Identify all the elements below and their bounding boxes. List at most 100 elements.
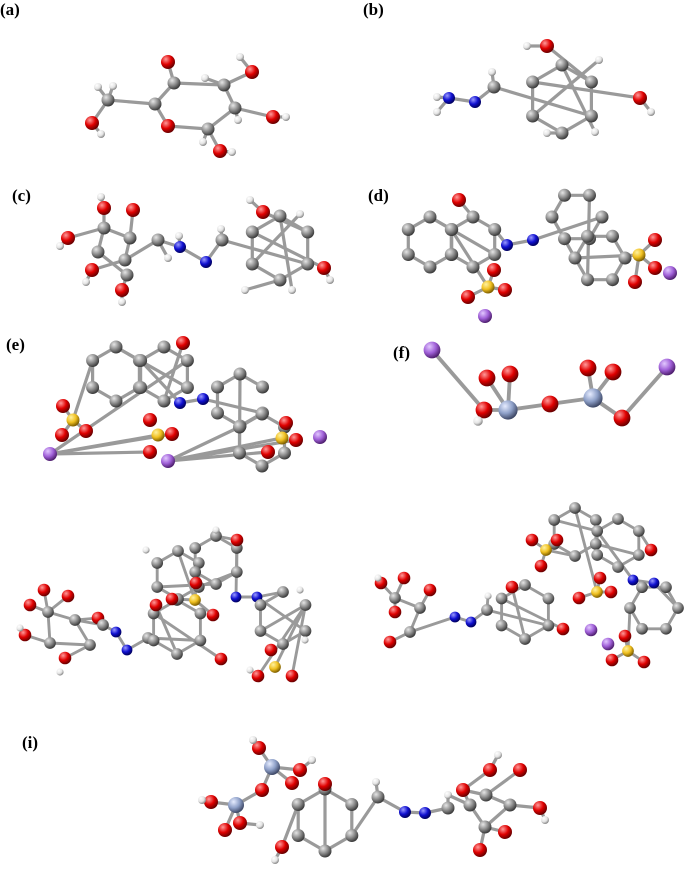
carbon-atom: [180, 381, 194, 394]
oxygen-atom: [318, 777, 332, 791]
carbon-atom: [301, 225, 315, 239]
carbon-atom: [555, 58, 569, 72]
carbon-atom: [148, 97, 162, 111]
nitrogen-atom: [449, 611, 461, 623]
carbon-atom: [123, 231, 137, 245]
nitrogen-atom: [501, 239, 513, 251]
hydrogen-atom: [118, 298, 126, 306]
bond: [48, 358, 189, 456]
carbon-atom: [172, 545, 184, 557]
carbon-atom: [624, 602, 636, 614]
carbon-atom: [134, 354, 148, 367]
molecule-e: [43, 336, 327, 473]
bond: [545, 44, 594, 84]
carbon-atom: [545, 210, 559, 224]
carbon-atom: [589, 538, 602, 550]
carbon-atom: [255, 459, 269, 473]
carbon-atom: [171, 648, 183, 660]
hydrogen-atom: [296, 210, 304, 218]
oxygen-atom: [149, 598, 163, 612]
nitrogen-atom: [443, 92, 455, 104]
sodium-atom: [43, 447, 57, 461]
oxygen-atom: [37, 583, 51, 597]
oxygen-atom: [593, 571, 607, 585]
sodium-atom: [478, 309, 492, 323]
panel-label-f: (f): [393, 343, 410, 362]
bond: [530, 80, 642, 100]
carbon-atom: [256, 380, 269, 394]
hydrogen-atom: [543, 129, 551, 137]
oxygen-atom: [487, 263, 501, 277]
oxygen-atom: [525, 533, 539, 547]
panel-label-a: (a): [0, 0, 20, 19]
nitrogen-atom: [627, 574, 639, 586]
oxygen-atom: [143, 413, 157, 427]
carbon-atom: [157, 340, 171, 354]
sulfur-atom: [632, 248, 646, 262]
hydrogen-atom: [97, 193, 105, 201]
carbon-atom: [167, 76, 181, 90]
oxygen-atom: [550, 533, 564, 547]
molecule-b-bonds: [435, 44, 653, 135]
hydrogen-atom: [372, 778, 380, 786]
carbon-atom: [210, 578, 222, 590]
oxygen-atom: [513, 763, 527, 777]
sodium-atom: [658, 358, 676, 376]
bond: [237, 372, 242, 455]
oxygen-atom: [648, 233, 662, 247]
carbon-atom: [254, 625, 267, 637]
hydrogen-atom: [56, 242, 64, 250]
nitrogen-atom: [527, 234, 539, 246]
molecule-g: [16, 526, 312, 683]
bond: [492, 85, 594, 118]
hydrogen-atom: [56, 668, 64, 676]
oxygen-atom: [498, 825, 512, 839]
carbon-atom: [245, 225, 259, 239]
carbon-atom: [423, 260, 437, 274]
oxygen-atom: [633, 91, 647, 105]
carbon-atom: [273, 209, 287, 223]
hydrogen-atom: [488, 68, 496, 76]
nitrogen-atom: [197, 393, 209, 405]
oxygen-atom: [533, 801, 547, 815]
oxygen-atom: [252, 741, 266, 755]
carbon-atom: [180, 354, 194, 367]
carbon-atom: [632, 525, 645, 537]
carbon-atom: [157, 394, 171, 408]
bond: [428, 215, 497, 257]
boron-atom: [228, 797, 244, 813]
bond: [48, 432, 174, 456]
carbon-atom: [211, 380, 224, 394]
carbon-atom: [233, 367, 247, 381]
sodium-atom: [313, 430, 327, 444]
carbon-atom: [636, 622, 648, 635]
oxygen-atom: [264, 643, 278, 657]
oxygen-atom: [293, 763, 307, 777]
bond: [250, 212, 302, 266]
carbon-atom: [147, 634, 160, 647]
carbon-atom: [591, 525, 604, 537]
carbon-atom: [612, 561, 624, 573]
carbon-atom: [97, 221, 111, 235]
carbon-atom: [84, 639, 96, 651]
oxygen-atom: [452, 193, 466, 207]
oxygen-atom: [505, 580, 519, 594]
panel-label-i: (i): [22, 733, 39, 752]
carbon-atom: [201, 122, 215, 136]
panel-label-b: (b): [363, 0, 384, 19]
hydrogen-atom: [82, 278, 90, 286]
oxygen-atom: [233, 816, 247, 830]
oxygen-atom: [115, 283, 129, 297]
panel-label-e: (e): [6, 335, 25, 354]
carbon-atom: [558, 232, 571, 246]
carbon-atom: [569, 550, 581, 562]
atom-layer: [16, 39, 684, 864]
oxygen-atom: [648, 261, 662, 275]
oxygen-atom: [251, 669, 265, 683]
oxygen-atom: [261, 445, 275, 459]
carbon-atom: [526, 109, 540, 123]
carbon-atom: [569, 502, 581, 514]
carbon-atom: [86, 354, 100, 367]
oxygen-atom: [579, 359, 597, 377]
carbon-atom: [414, 602, 426, 614]
